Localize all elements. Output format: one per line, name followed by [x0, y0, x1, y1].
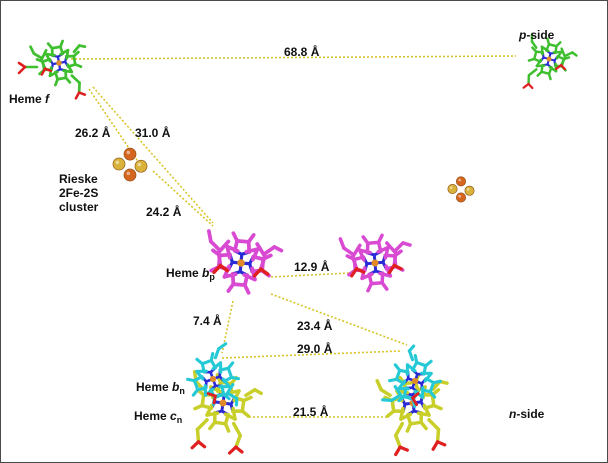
line-rieske-bp — [152, 170, 214, 227]
heme-bn-right — [381, 344, 442, 408]
heme-f-carboxylate — [17, 61, 39, 75]
distance-cn-cn2: 21.5 Å — [293, 405, 329, 419]
n-side-label: n-side — [509, 407, 545, 421]
line-bp-bp2 — [270, 272, 350, 278]
rieske-cluster — [112, 147, 148, 182]
distance-rieske-bp: 24.2 Å — [146, 205, 182, 219]
heme-f — [29, 39, 87, 100]
heme-bn — [186, 342, 240, 407]
distance-bp-bn: 7.4 Å — [193, 314, 222, 328]
heme-bp — [206, 229, 284, 295]
heme-bp-right — [338, 233, 412, 293]
heme-cn-right — [375, 373, 449, 457]
heme-cn-label: Heme cn — [134, 409, 183, 425]
heme-bp-label: Heme bp — [166, 266, 215, 282]
distance-f-rieske: 26.2 Å — [75, 126, 111, 140]
line-bn-bn2 — [221, 350, 402, 359]
distance-f-bp: 31.0 Å — [135, 126, 171, 140]
heme-bn-label: Heme bn — [136, 380, 185, 396]
heme-f-label: Heme f — [9, 92, 50, 106]
heme-cn — [190, 369, 263, 455]
distance-bp-bp2: 12.9 Å — [294, 260, 330, 274]
distance-f-pside: 68.8 Å — [284, 45, 320, 59]
heme-pside — [522, 33, 578, 90]
distance-bp-bn2: 23.4 Å — [297, 319, 333, 333]
fe-s-cluster-right — [447, 176, 475, 203]
line-bp-bn2 — [270, 293, 408, 346]
distance-bn-bn2: 29.0 Å — [297, 342, 333, 356]
p-side-label: p-side — [519, 28, 555, 42]
rieske-label: Rieske 2Fe-2S cluster — [59, 172, 99, 214]
